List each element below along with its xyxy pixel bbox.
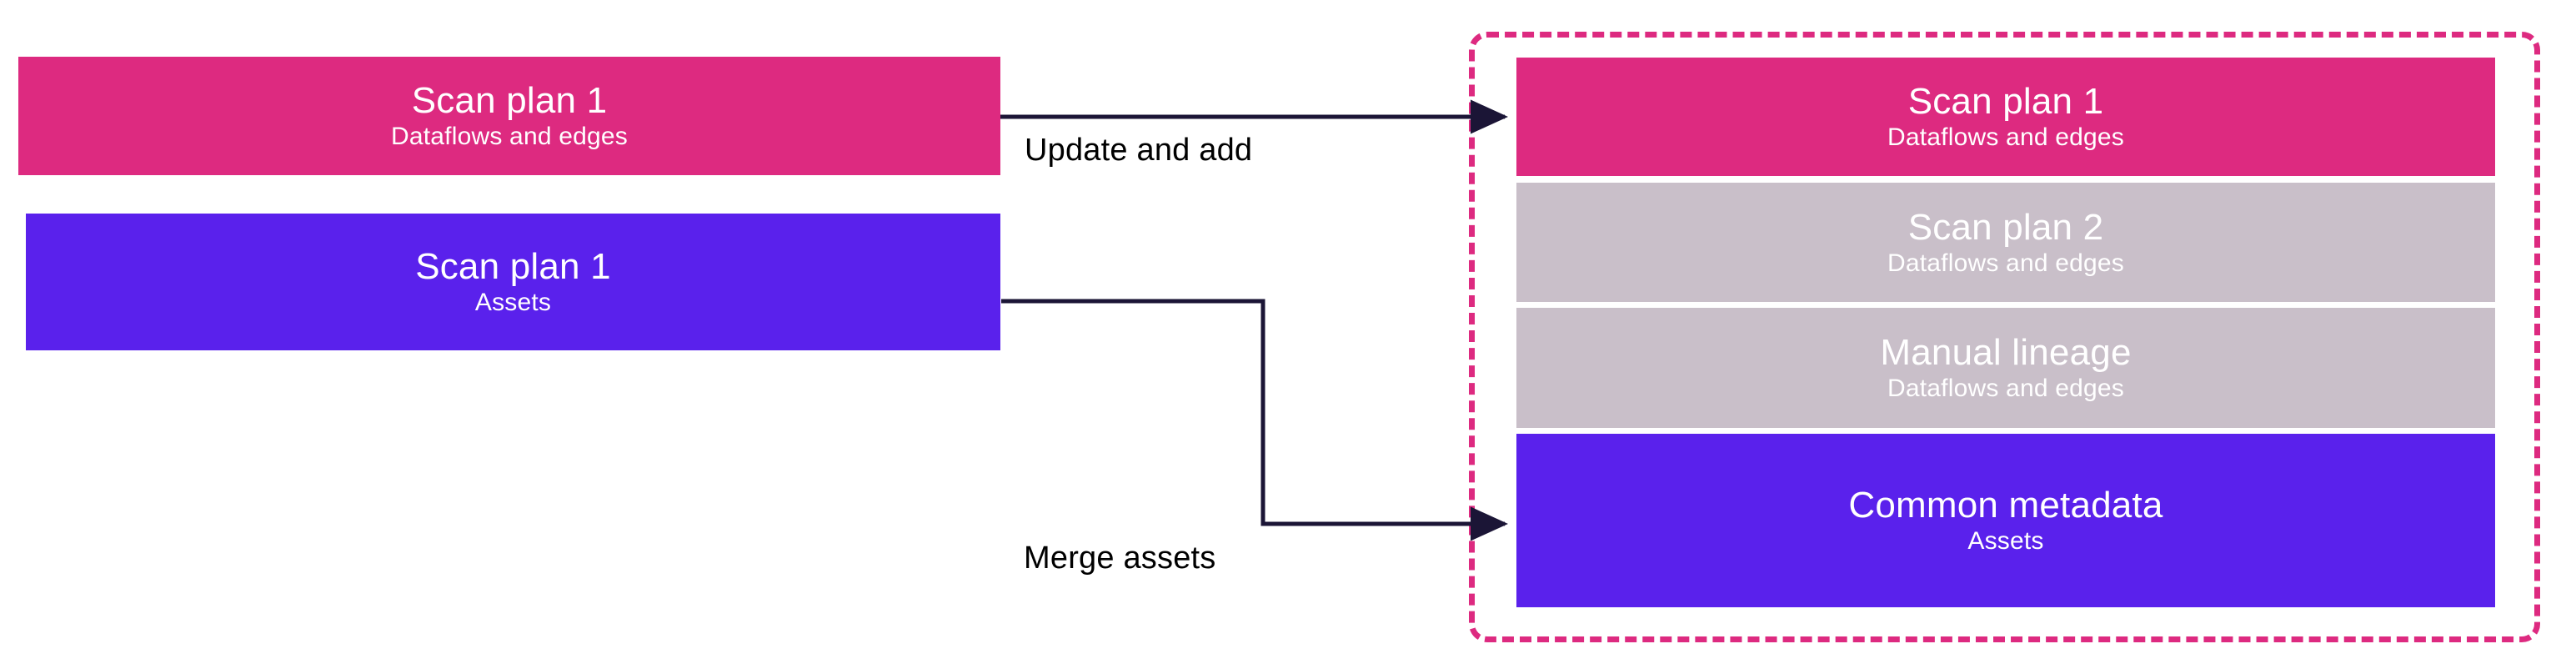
card-subtitle: Dataflows and edges [1887, 123, 2124, 151]
edge-label-update-and-add: Update and add [1025, 133, 1253, 168]
source-card-scan-plan-1-dataflows: Scan plan 1 Dataflows and edges [18, 57, 1000, 175]
card-title: Common metadata [1848, 485, 2163, 526]
card-title: Scan plan 1 [411, 80, 608, 121]
merged-card-manual-lineage: Manual lineage Dataflows and edges [1516, 308, 2495, 428]
card-subtitle: Dataflows and edges [1887, 249, 2124, 277]
card-subtitle: Assets [474, 289, 552, 316]
merged-card-scan-plan-2: Scan plan 2 Dataflows and edges [1516, 183, 2495, 302]
card-title: Scan plan 1 [415, 246, 611, 287]
card-subtitle: Dataflows and edges [391, 123, 628, 150]
connector-merge-assets [1001, 299, 1509, 541]
edge-label-merge-assets: Merge assets [1024, 541, 1216, 576]
card-subtitle: Assets [1967, 527, 2044, 555]
merged-card-scan-plan-1: Scan plan 1 Dataflows and edges [1516, 58, 2495, 176]
card-subtitle: Dataflows and edges [1887, 375, 2124, 402]
card-title: Manual lineage [1880, 332, 2132, 373]
card-title: Scan plan 1 [1907, 81, 2104, 122]
card-title: Scan plan 2 [1907, 206, 2104, 248]
merged-card-common-metadata: Common metadata Assets [1516, 434, 2495, 607]
source-card-scan-plan-1-assets: Scan plan 1 Assets [26, 214, 1000, 350]
